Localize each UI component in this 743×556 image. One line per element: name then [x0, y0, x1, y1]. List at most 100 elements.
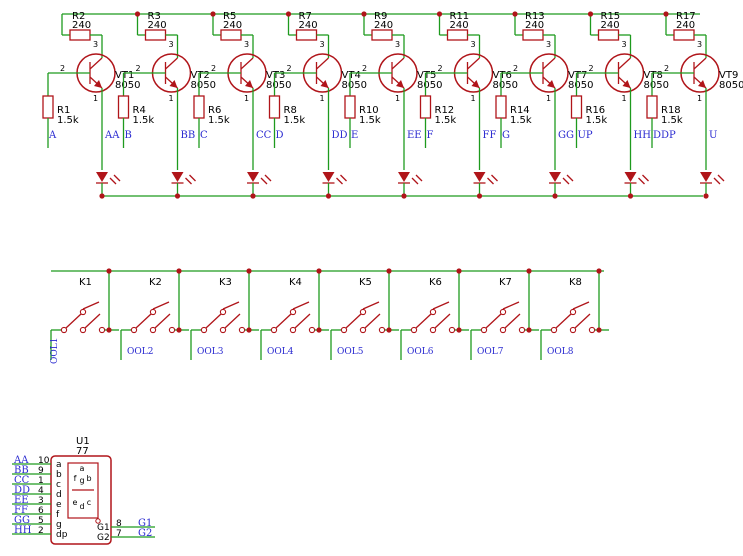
switch-contact — [550, 326, 558, 334]
switch-contact — [499, 326, 507, 334]
base-resistor-ref: R16 — [586, 105, 606, 116]
led-emission-arrow — [487, 177, 494, 185]
collector-pin-number: 3 — [320, 40, 325, 49]
base-resistor-value: 1.5k — [510, 115, 532, 126]
transistor-ref: VT4 — [342, 70, 361, 81]
base-net-label: G — [502, 130, 510, 141]
switch-contact — [219, 326, 227, 334]
transistor-model: 8050 — [493, 80, 518, 91]
collector-resistor-value: 240 — [374, 20, 393, 31]
base-pin-number: 2 — [513, 64, 518, 73]
display-common-net: G2 — [138, 528, 152, 539]
switch-contact — [410, 326, 418, 334]
switch-lever — [135, 313, 152, 329]
base-resistor-body — [42, 95, 54, 119]
switch-ref: K2 — [149, 277, 162, 288]
switch-actuator — [152, 301, 170, 310]
display-body — [50, 455, 112, 545]
junction-dot — [587, 11, 594, 17]
base-resistor-body — [495, 95, 507, 119]
base-resistor-ref: R8 — [284, 105, 297, 116]
junction-dot — [325, 193, 332, 199]
switch-contact — [130, 326, 138, 334]
transistor-collector-leg — [618, 57, 631, 70]
collector-pin-number: 3 — [697, 40, 702, 49]
switch-lever — [65, 313, 82, 329]
switch-lever — [84, 313, 101, 329]
collector-resistor-ref: R13 — [525, 11, 545, 22]
collector-resistor-value: 240 — [601, 20, 620, 31]
junction-dot — [436, 11, 443, 17]
base-resistor-body — [117, 95, 130, 119]
base-pin-number: 2 — [664, 64, 669, 73]
transistor-ref: VT8 — [644, 70, 663, 81]
switch-ref: K5 — [359, 277, 372, 288]
transistor-collector-leg — [240, 57, 254, 70]
base-pin-number: 2 — [589, 64, 594, 73]
switch-contact — [569, 308, 577, 316]
switch-contact — [289, 326, 297, 334]
switch-contact — [499, 308, 507, 316]
collector-resistor-body — [69, 29, 91, 41]
switch-lever — [574, 313, 591, 329]
emitter-arrow — [698, 80, 706, 88]
emitter-pin-number: 1 — [320, 94, 325, 103]
collector-resistor-ref: R9 — [374, 11, 387, 22]
emitter-arrow — [320, 80, 329, 88]
display-pin-net: BB — [14, 465, 29, 476]
transistor-model: 8050 — [342, 80, 367, 91]
switch-lever — [345, 313, 362, 329]
segment-glyph: a — [80, 464, 85, 473]
led-anode-triangle — [171, 172, 184, 182]
base-resistor-value: 1.5k — [586, 115, 608, 126]
base-resistor-body — [268, 95, 281, 119]
collector-net-label: CC — [256, 130, 272, 141]
switch-contact — [308, 326, 316, 334]
switch-ref: K1 — [79, 277, 92, 288]
junction-dot — [316, 327, 322, 333]
transistor-ref: VT9 — [719, 70, 738, 81]
junction-dot — [134, 11, 141, 17]
switch-net-label: OOL2 — [127, 347, 153, 357]
base-resistor-value: 1.5k — [133, 115, 155, 126]
segment-glyph: d — [79, 502, 84, 511]
display-pin-name: e — [56, 500, 62, 510]
collector-net-label: GG — [558, 130, 574, 141]
segment-glyph: e — [73, 498, 78, 507]
switch-contact — [518, 326, 526, 334]
switch-lever — [205, 313, 222, 329]
base-resistor-value: 1.5k — [284, 115, 306, 126]
base-resistor-ref: R1 — [57, 105, 70, 116]
switch-contact — [270, 326, 278, 334]
display-pin-net: CC — [14, 475, 30, 486]
junction-dot — [512, 11, 518, 17]
led-emission-arrow — [189, 174, 196, 182]
display-common-number: 7 — [116, 529, 122, 539]
collector-resistor-value: 240 — [223, 20, 242, 31]
junction-dot — [476, 193, 483, 199]
display-pin-net: AA — [13, 455, 29, 466]
base-net-label: E — [351, 130, 358, 141]
collector-net-label: DD — [332, 130, 348, 141]
display-pin-net: GG — [14, 515, 30, 526]
transistor-collector-leg — [467, 57, 480, 70]
collector-resistor-value: 240 — [72, 20, 91, 31]
switch-lever — [364, 313, 381, 329]
display-common-number: 8 — [116, 519, 122, 529]
display-pin-number: 5 — [38, 516, 44, 526]
switch-contact — [429, 308, 437, 316]
transistor-model: 8050 — [719, 80, 743, 91]
base-resistor-value: 1.5k — [435, 115, 457, 126]
collector-resistor-body — [522, 29, 544, 41]
switch-lever — [154, 313, 171, 329]
